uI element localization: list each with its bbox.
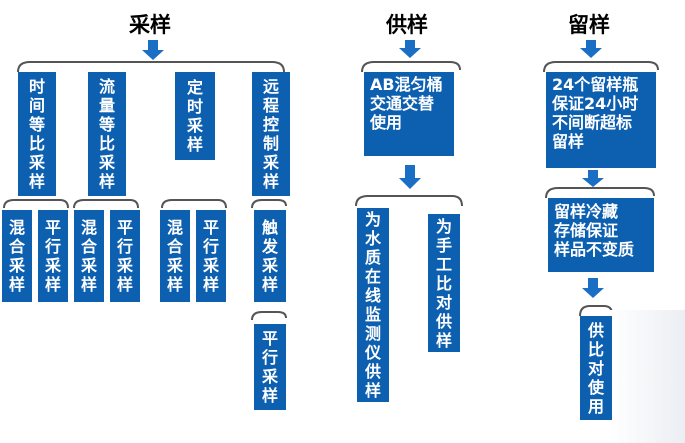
arrow-retain xyxy=(580,40,602,58)
retain-main-line-1: 24个留样瓶 xyxy=(552,75,639,94)
bracket-retain-sub-2 xyxy=(579,305,613,317)
box-time-parallel: 平行采样 xyxy=(38,210,68,302)
bracket-supply-sub xyxy=(355,195,463,207)
box-flow-mixed: 混合采样 xyxy=(74,210,104,302)
box-remote-trigger-label: 触发采样 xyxy=(261,218,278,294)
box-flow-mixed-label: 混合采样 xyxy=(80,218,97,294)
bracket-retain-sub xyxy=(545,187,655,199)
arrow-supply xyxy=(399,40,421,58)
bracket-remote-2 xyxy=(251,311,287,321)
box-remote: 远程控制采样 xyxy=(252,72,290,196)
box-time-mixed: 混合采样 xyxy=(2,210,32,302)
box-time-parallel-label: 平行采样 xyxy=(44,218,61,294)
box-timed-label: 定时采样 xyxy=(186,78,203,154)
bracket-retain xyxy=(543,61,659,73)
box-retain-refrigerate: 留样冷藏 存储保证 样品不变质 xyxy=(548,198,654,272)
retain-main-line-4: 留样 xyxy=(552,132,585,151)
box-timed: 定时采样 xyxy=(175,72,215,160)
arrow-sampling xyxy=(142,40,164,60)
heading-supply: 供样 xyxy=(386,13,428,37)
box-flow-parallel-label: 平行采样 xyxy=(116,218,133,294)
bracket-flow xyxy=(73,199,139,209)
box-remote-parallel-label: 平行采样 xyxy=(261,329,278,405)
box-supply-manual: 为手工比对供样 xyxy=(428,214,460,352)
retain-main-line-3: 不间断超标 xyxy=(552,113,633,132)
retain-refrigerate-line-2: 存储保证 xyxy=(554,221,619,240)
box-flow-proportional-label: 流量等比采样 xyxy=(98,77,115,191)
heading-retain: 留样 xyxy=(568,13,610,37)
box-supply-online-label: 为水质在线监测仪供样 xyxy=(364,210,381,400)
box-supply-main: AB混匀桶 交通交替 使用 xyxy=(364,72,454,156)
retain-main-line-2: 保证24小时 xyxy=(552,94,639,113)
box-timed-mixed: 混合采样 xyxy=(160,210,190,302)
box-retain-main: 24个留样瓶 保证24小时 不间断超标 留样 xyxy=(546,72,656,168)
box-time-proportional-label: 时间等比采样 xyxy=(28,77,45,191)
supply-main-line-1: AB混匀桶 xyxy=(370,75,443,94)
box-time-mixed-label: 混合采样 xyxy=(8,218,25,294)
bracket-supply xyxy=(361,61,461,73)
brackets xyxy=(3,61,659,321)
bracket-timed xyxy=(161,199,227,209)
box-supply-manual-label: 为手工比对供样 xyxy=(435,216,452,350)
box-timed-parallel-label: 平行采样 xyxy=(202,218,219,294)
box-remote-parallel: 平行采样 xyxy=(254,324,286,410)
bracket-time xyxy=(3,199,69,209)
box-retain-compare: 供比对使用 xyxy=(580,316,612,420)
bracket-remote xyxy=(251,199,287,209)
retain-refrigerate-line-1: 留样冷藏 xyxy=(554,202,619,221)
box-time-proportional: 时间等比采样 xyxy=(18,72,56,196)
bracket-sampling xyxy=(17,61,285,73)
heading-sampling: 采样 xyxy=(129,13,171,37)
box-supply-online: 为水质在线监测仪供样 xyxy=(357,208,389,402)
box-retain-compare-label: 供比对使用 xyxy=(587,320,604,416)
box-timed-mixed-label: 混合采样 xyxy=(166,218,183,294)
arrow-supply-down xyxy=(399,165,421,189)
box-remote-label: 远程控制采样 xyxy=(262,77,279,191)
supply-main-line-2: 交通交替 xyxy=(370,94,435,113)
arrows xyxy=(142,40,604,298)
arrow-retain-mid xyxy=(582,170,604,187)
background-shade xyxy=(610,310,685,443)
box-remote-trigger: 触发采样 xyxy=(254,210,286,302)
box-flow-parallel: 平行采样 xyxy=(110,210,140,302)
box-flow-proportional: 流量等比采样 xyxy=(88,72,126,196)
arrow-retain-down xyxy=(582,278,604,298)
supply-main-line-3: 使用 xyxy=(370,113,403,132)
box-timed-parallel: 平行采样 xyxy=(196,210,226,302)
retain-refrigerate-line-3: 样品不变质 xyxy=(554,240,635,259)
